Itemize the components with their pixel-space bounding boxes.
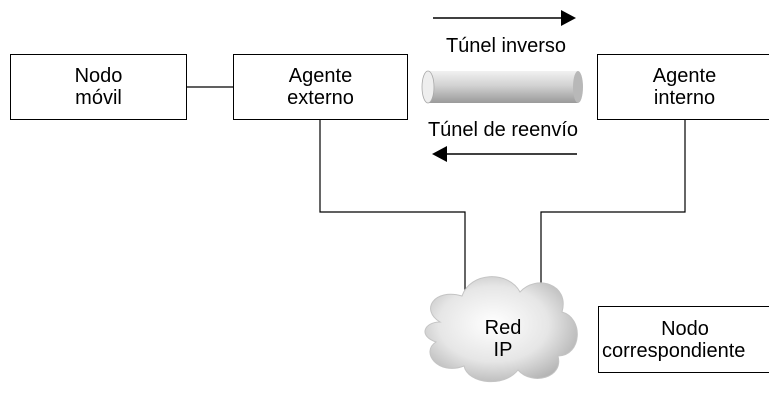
link-foreign-to-network <box>319 120 466 300</box>
forward-tunnel-arrow <box>432 146 577 162</box>
home-agent-label-line1: Agente <box>652 65 717 87</box>
foreign-agent-label-line2: externo <box>287 87 354 109</box>
link-home-to-network <box>540 120 686 295</box>
foreign-agent-box: Agente externo <box>233 54 408 120</box>
reverse-tunnel-label: Túnel inverso <box>445 35 567 57</box>
home-agent-label-line2: interno <box>653 87 716 109</box>
mobile-node-box: Nodo móvil <box>10 54 187 120</box>
network-label-line2: IP <box>493 339 513 361</box>
forward-tunnel-label: Túnel de reenvío <box>427 119 579 141</box>
network-cloud-icon <box>424 276 578 383</box>
correspondent-node-label-line1: Nodo <box>661 317 709 340</box>
reverse-tunnel-arrow <box>433 10 576 26</box>
correspondent-node-box: Nodo correspondiente <box>598 306 769 373</box>
correspondent-node-label-line2: correspondiente <box>602 339 746 362</box>
tunnel-cylinder-icon <box>421 70 583 104</box>
foreign-agent-label-line1: Agente <box>288 65 353 87</box>
mobile-node-label-line1: Nodo <box>74 65 123 87</box>
network-label: Red IP <box>466 317 540 361</box>
network-label-line1: Red <box>484 317 522 339</box>
home-agent-box: Agente interno <box>597 54 769 120</box>
mobile-node-label-line2: móvil <box>75 87 122 109</box>
